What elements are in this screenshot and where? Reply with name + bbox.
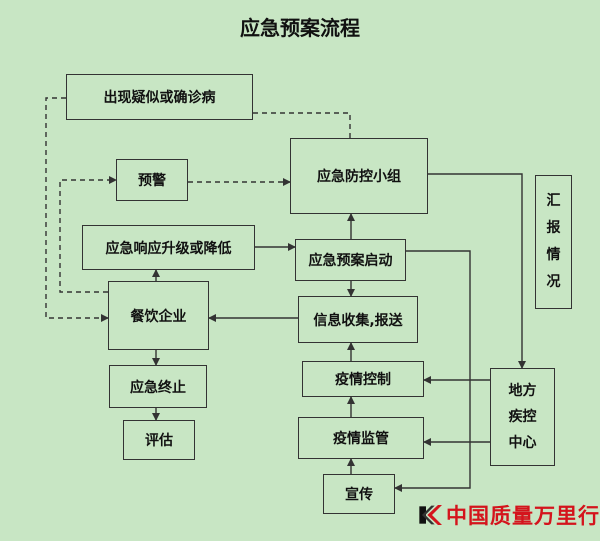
- node-cdc: 地方 疾控 中心: [490, 368, 555, 466]
- dashed-suspected-to-team: [253, 112, 351, 138]
- node-upgrade: 应急响应升级或降低: [82, 225, 255, 270]
- node-info: 信息收集,报送: [298, 296, 418, 343]
- dashed-catering-to-warning: [59, 176, 117, 293]
- node-assess: 评估: [123, 420, 195, 460]
- node-report: 汇 报 情 况: [535, 175, 572, 309]
- brand-logo: 中国质量万里行: [418, 495, 600, 535]
- node-cdc-line: 地方: [508, 383, 537, 399]
- arrow-team-to-cdc: [428, 173, 526, 369]
- page-title: 应急预案流程: [240, 16, 360, 40]
- node-publicity: 宣传: [323, 474, 395, 514]
- brand-logo-text: 中国质量万里行: [446, 503, 600, 528]
- node-cdc-line: 中心: [508, 435, 537, 451]
- node-catering: 餐饮企业: [108, 281, 209, 350]
- arrow-start-feedback: [394, 250, 471, 492]
- k-logo-icon: [419, 505, 442, 525]
- node-cdc-line: 疾控: [508, 409, 537, 425]
- node-report-char: 汇: [546, 193, 561, 209]
- node-control: 疫情控制: [302, 361, 424, 397]
- node-report-char: 情: [546, 247, 561, 263]
- node-report-char: 报: [546, 220, 561, 236]
- node-suspected: 出现疑似或确诊病: [66, 74, 253, 120]
- node-report-char: 况: [546, 274, 561, 290]
- node-monitor: 疫情监管: [298, 417, 424, 459]
- node-start: 应急预案启动: [295, 239, 406, 281]
- node-team: 应急防控小组: [290, 138, 428, 214]
- node-warning: 预警: [116, 159, 188, 201]
- dashed-suspected-to-catering: [45, 97, 109, 322]
- node-stop: 应急终止: [109, 365, 207, 408]
